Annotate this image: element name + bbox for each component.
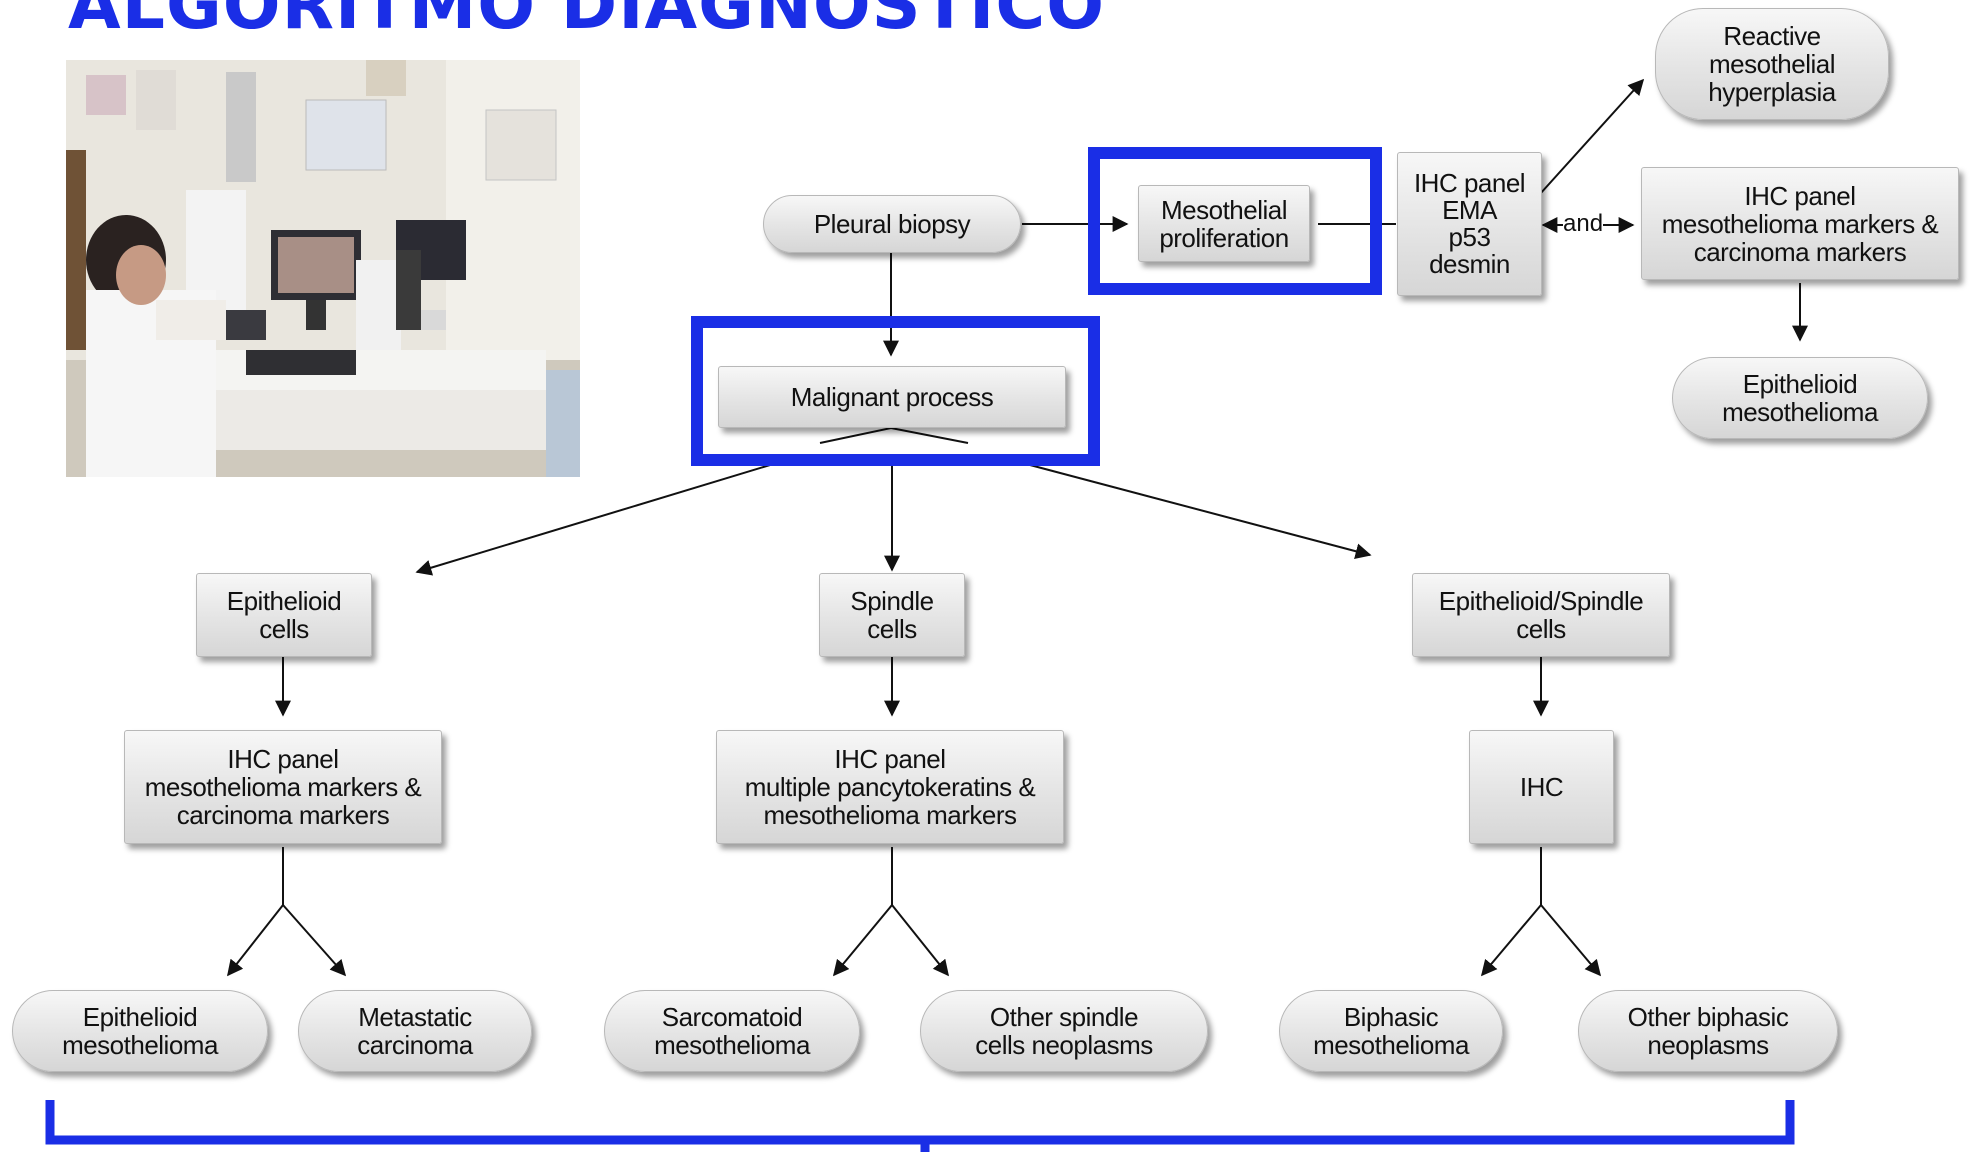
biphasic-mesothelioma-node: Biphasic mesothelioma xyxy=(1279,990,1503,1072)
connector-malignant-to-epithelioid xyxy=(415,464,771,576)
bottom-bracket xyxy=(45,1100,1795,1152)
ihc-panel-right-node: IHC panel mesothelioma markers & carcino… xyxy=(1641,167,1959,280)
spindle-cells-node: Spindle cells xyxy=(819,573,965,657)
laboratory-photo xyxy=(66,60,580,477)
ihc-panel-left-node: IHC panel mesothelioma markers & carcino… xyxy=(124,730,442,844)
page-title: ALGORITMO DIAGNOSTICO xyxy=(68,0,1106,45)
sarcomatoid-mesothelioma-node: Sarcomatoid mesothelioma xyxy=(604,990,860,1072)
mesothelial-proliferation-node: Mesothelial proliferation xyxy=(1138,185,1310,262)
ihc-right-node: IHC xyxy=(1469,730,1614,844)
connector-ihc-to-hyperplasia xyxy=(1539,78,1645,195)
metastatic-carcinoma-node: Metastatic carcinoma xyxy=(298,990,532,1072)
ihc-panel-middle-node: IHC panel multiple pancytokeratins & mes… xyxy=(716,730,1064,844)
connector-malignant-to-mixed xyxy=(1029,464,1372,560)
ihc-panel-top-node: IHC panel EMA p53 desmin xyxy=(1397,152,1542,296)
pleural-biopsy-node: Pleural biopsy xyxy=(763,195,1021,253)
epithelioid-spindle-cells-node: Epithelioid/Spindle cells xyxy=(1412,573,1670,657)
epithelioid-mesothelioma-top-node: Epithelioid mesothelioma xyxy=(1672,357,1928,439)
malignant-process-node: Malignant process xyxy=(718,366,1066,428)
epithelioid-mesothelioma-node: Epithelioid mesothelioma xyxy=(12,990,268,1072)
highlight-box-malignant xyxy=(691,316,1100,466)
other-spindle-neoplasms-node: Other spindle cells neoplasms xyxy=(920,990,1208,1072)
highlight-box-proliferation xyxy=(1088,147,1382,295)
connector-malignant-apex xyxy=(819,426,969,444)
and-label: and xyxy=(1563,210,1604,237)
epithelioid-cells-node: Epithelioid cells xyxy=(196,573,372,657)
other-biphasic-neoplasms-node: Other biphasic neoplasms xyxy=(1578,990,1838,1072)
reactive-hyperplasia-node: Reactive mesothelial hyperplasia xyxy=(1655,8,1889,120)
